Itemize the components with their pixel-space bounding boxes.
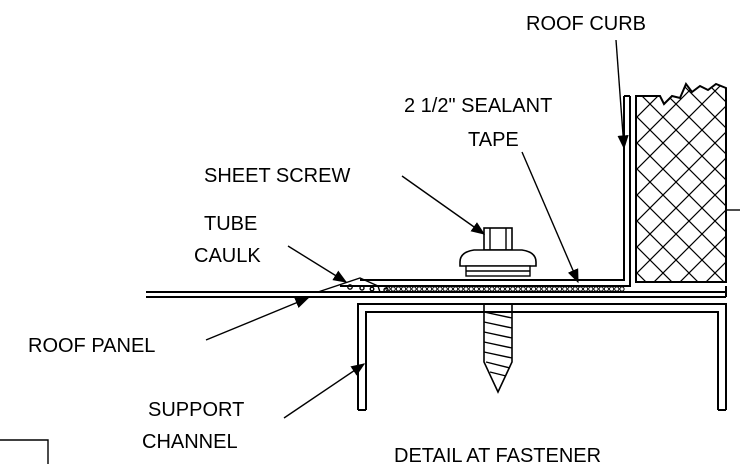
sealant-bead xyxy=(499,286,505,292)
screw-shank xyxy=(483,303,513,394)
sealant-bead xyxy=(395,286,401,292)
sealant-bead xyxy=(479,286,485,292)
sealant-bead xyxy=(421,286,427,292)
sealant-bead xyxy=(609,286,615,292)
sealant-bead xyxy=(536,286,542,292)
sealant-bead xyxy=(411,286,417,292)
sealant-bead xyxy=(525,286,532,292)
sealant-bead xyxy=(473,286,479,292)
sealant-bead xyxy=(531,286,537,292)
sealant-bead xyxy=(463,286,469,292)
roof-panel-label: ROOF PANEL xyxy=(28,335,155,357)
sealant-bead xyxy=(453,286,459,292)
sealant-bead xyxy=(406,286,412,292)
sealant-bead xyxy=(577,286,584,292)
sealant-bead xyxy=(447,286,453,292)
sealant-bead xyxy=(583,286,589,292)
sealant-bead xyxy=(489,286,495,292)
roof-panel xyxy=(146,286,727,298)
sealant-bead xyxy=(603,286,610,292)
sealant-bead xyxy=(427,286,433,292)
sealant-bead xyxy=(572,286,578,292)
partial-frame xyxy=(0,439,49,464)
leader-lines xyxy=(205,39,629,419)
sealant-bead xyxy=(614,286,620,292)
support-channel-label-line1: SUPPORT xyxy=(148,399,244,421)
support-channel-label-line2: CHANNEL xyxy=(142,431,238,453)
sealant-bead xyxy=(458,286,464,292)
sealant-bead xyxy=(598,286,604,292)
sealant-bead xyxy=(505,286,511,292)
sealant-bead xyxy=(510,286,516,292)
sealant-bead xyxy=(390,286,396,292)
sealant-bead xyxy=(401,286,407,292)
detail-title: DETAIL AT FASTENER xyxy=(394,445,601,464)
sealant-bead xyxy=(593,286,599,292)
sealant-bead xyxy=(515,286,521,292)
sheet-screw xyxy=(459,227,537,277)
sealant-bead xyxy=(567,286,573,292)
tube-caulk-label-line1: TUBE xyxy=(204,213,257,235)
curb-flashing xyxy=(340,95,631,287)
sealant-bead xyxy=(468,286,474,292)
tube-caulk-label-line2: CAULK xyxy=(194,245,261,267)
sealant-bead xyxy=(541,286,547,292)
sealant-bead xyxy=(557,286,563,292)
sealant-bead xyxy=(546,286,552,292)
sealant-bead xyxy=(619,286,625,292)
sealant-bead xyxy=(588,286,594,292)
roof-curb-label: ROOF CURB xyxy=(526,13,646,35)
sealant-bead xyxy=(484,286,490,292)
sealant-bead xyxy=(551,286,558,292)
roof-curb xyxy=(635,82,740,283)
sealant-tape-label-line2: TAPE xyxy=(468,129,519,151)
support-channel xyxy=(357,303,727,411)
sealant-bead xyxy=(442,286,448,292)
sealant-bead xyxy=(562,286,568,292)
sealant-bead xyxy=(494,286,500,292)
sealant-bead xyxy=(432,286,438,292)
sealant-bead xyxy=(437,286,443,292)
sheet-screw-label: SHEET SCREW xyxy=(204,165,350,187)
sealant-bead xyxy=(520,286,526,292)
sealant-tape xyxy=(385,286,625,292)
sealant-tape-label-line1: 2 1/2" SEALANT xyxy=(404,95,552,117)
sealant-bead xyxy=(416,286,422,292)
